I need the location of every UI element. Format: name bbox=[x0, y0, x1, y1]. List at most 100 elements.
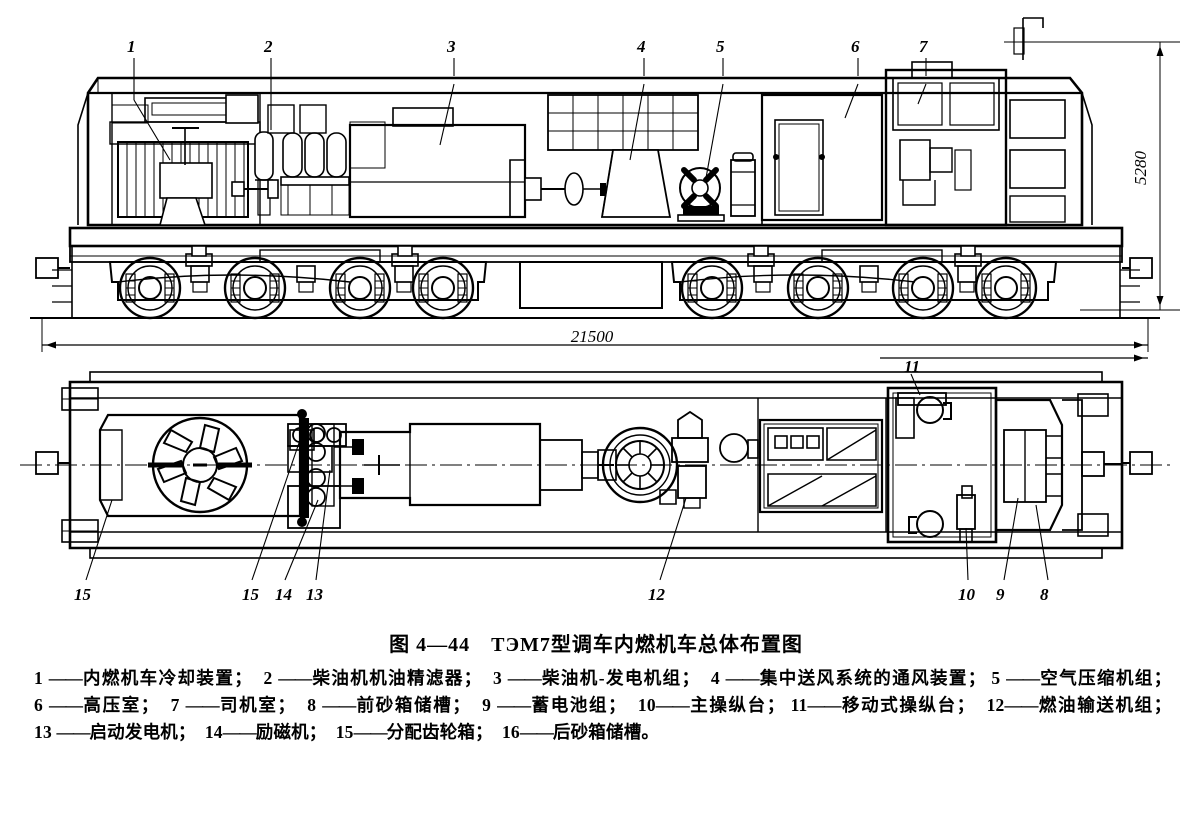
legend-dash: —— bbox=[48, 695, 83, 715]
legend-text-7: 司机室； bbox=[218, 695, 296, 715]
legend-dash: —— bbox=[322, 695, 356, 715]
legend-dash: —— bbox=[725, 668, 760, 688]
plan-top-dimension bbox=[880, 354, 1148, 362]
technical-drawing: 5280 bbox=[20, 17, 1180, 604]
callout-10: 10 bbox=[958, 585, 976, 604]
legend-text-5: 空气压缩机组； bbox=[1039, 668, 1172, 688]
legend-dash: —— bbox=[807, 695, 842, 715]
callout-leaders-side bbox=[133, 58, 927, 179]
plan-cab bbox=[886, 386, 1122, 544]
length-dimension-label: 21500 bbox=[571, 327, 614, 346]
height-dimension-label: 5280 bbox=[1131, 151, 1150, 186]
legend-dash: —— bbox=[48, 668, 83, 688]
legend-num-12: 12 bbox=[986, 695, 1005, 715]
legend-text-8: 前砂箱储槽； bbox=[355, 695, 471, 715]
legend-item-6: 6 ——高压室； bbox=[34, 695, 159, 715]
legend-text-6: 高压室； bbox=[81, 695, 159, 715]
legend-num-9: 9 bbox=[482, 695, 492, 715]
legend-item-16: 16——后 bbox=[502, 722, 571, 742]
legend-num-13: 13 bbox=[34, 722, 52, 742]
ventilation-device-group bbox=[547, 94, 699, 218]
legend-text-14: 励磁机； bbox=[255, 722, 327, 742]
legend-dash: —— bbox=[519, 722, 554, 742]
legend-text-12: 燃油输送机组； bbox=[1037, 695, 1172, 715]
callout-9: 9 bbox=[996, 585, 1005, 604]
legend-dash: —— bbox=[222, 722, 257, 742]
legend-item-3: 3 ——柴油机-发电机组； bbox=[493, 668, 699, 688]
callout-13: 13 bbox=[306, 585, 324, 604]
driver-cab-group bbox=[884, 17, 1066, 227]
legend-dash: —— bbox=[56, 722, 90, 742]
legend-num-8: 8 bbox=[307, 695, 317, 715]
legend-block: 1 ——内燃机车冷却装置； 2 ——柴油机机油精滤器； 3 ——柴油机-发电机组… bbox=[0, 665, 1192, 746]
figure-title: 图 4—44 ТЭМ7型调车内燃机车总体布置图 bbox=[389, 634, 803, 656]
legend-dash: —— bbox=[1004, 695, 1038, 715]
legend-dash: —— bbox=[1006, 668, 1040, 688]
legend-item-7: 7 ——司机室； bbox=[171, 695, 296, 715]
plan-hv-chamber bbox=[757, 398, 887, 532]
bogie-front bbox=[108, 245, 488, 320]
callout-6: 6 bbox=[851, 37, 860, 56]
callout-15-mid: 15 bbox=[242, 585, 260, 604]
legend-num-11: 11 bbox=[790, 695, 808, 715]
callout-2: 2 bbox=[263, 37, 273, 56]
callout-8: 8 bbox=[1040, 585, 1049, 604]
callout-3: 3 bbox=[446, 37, 456, 56]
legend-dash: —— bbox=[655, 695, 690, 715]
legend-dash: —— bbox=[185, 695, 220, 715]
plan-diesel-generator bbox=[338, 422, 614, 507]
diesel-generator-group bbox=[348, 107, 606, 219]
bogie-rear bbox=[670, 245, 1058, 320]
legend-dash: —— bbox=[497, 695, 531, 715]
deck-outline bbox=[20, 371, 1170, 559]
legend-text-13: 启动发电机； bbox=[89, 722, 196, 742]
legend-tail: 砂箱储槽。 bbox=[570, 722, 660, 742]
air-compressor-group bbox=[677, 152, 756, 222]
oil-filter-group bbox=[231, 104, 350, 216]
legend-num-3: 3 bbox=[493, 668, 502, 688]
legend-text-1: 内燃机车冷却装置； bbox=[81, 668, 252, 688]
height-dimension: 5280 bbox=[1004, 41, 1180, 311]
plan-aux-machines bbox=[287, 409, 400, 529]
legend-num-2: 2 bbox=[263, 668, 273, 688]
side-elevation-view: 5280 bbox=[30, 17, 1180, 352]
legend-num-7: 7 bbox=[170, 695, 180, 715]
callout-5: 5 bbox=[716, 37, 725, 56]
legend-item-8: 8 ——前砂箱储槽； bbox=[307, 695, 470, 715]
underframe-group bbox=[30, 226, 1160, 319]
cooling-unit-group bbox=[109, 93, 261, 226]
legend-item-11: 11——移动式操纵台； bbox=[791, 695, 975, 715]
legend-item-1: 1 ——内燃机车冷却装置； bbox=[34, 668, 252, 688]
legend-item-13: 13 ——启动发电机； bbox=[34, 722, 196, 742]
legend-text-3: 柴油机-发电机组； bbox=[540, 668, 700, 688]
legend-text-11: 移动式操纵台； bbox=[840, 695, 975, 715]
plan-view: 11 15 15 14 13 12 10 9 8 bbox=[20, 354, 1170, 604]
callout-1: 1 bbox=[127, 37, 136, 56]
legend-item-12: 12——燃油输送机组； bbox=[987, 695, 1172, 715]
legend-dash: —— bbox=[507, 668, 542, 688]
legend-item-9: 9 ——蓄电池组； bbox=[482, 695, 626, 715]
callout-11: 11 bbox=[904, 357, 920, 376]
legend-num-16: 16 bbox=[501, 722, 520, 742]
legend-num-6: 6 bbox=[34, 695, 43, 715]
legend-num-5: 5 bbox=[991, 668, 1001, 688]
legend-item-14: 14——励磁机； bbox=[205, 722, 327, 742]
legend-num-15: 15 bbox=[335, 722, 354, 742]
legend-num-4: 4 bbox=[710, 668, 720, 688]
callout-4: 4 bbox=[636, 37, 646, 56]
legend-text-9: 蓄电池组； bbox=[530, 695, 626, 715]
legend-dash: —— bbox=[353, 722, 388, 742]
callout-leaders-plan bbox=[85, 373, 1049, 581]
plan-fuel-transfer bbox=[659, 410, 759, 509]
carbody-outline bbox=[77, 76, 1093, 227]
locomotive-arrangement-svg: 5280 bbox=[20, 17, 1180, 604]
legend-text-4: 集中送风系统的通风装置； bbox=[758, 668, 986, 688]
callout-numbers-side: 1 2 3 4 5 6 7 bbox=[127, 37, 929, 56]
legend-num-10: 10 bbox=[637, 695, 656, 715]
legend-item-15: 15——分配齿轮箱； bbox=[336, 722, 493, 742]
legend-item-10: 10——主操纵台； bbox=[638, 695, 785, 715]
figure-caption: 图 4—44 ТЭМ7型调车内燃机车总体布置图 1 ——内燃机车冷却装置； 2 … bbox=[0, 628, 1192, 746]
legend-item-4: 4 ——集中送风系统的通风装置； bbox=[711, 668, 986, 688]
legend-num-14: 14 bbox=[204, 722, 223, 742]
